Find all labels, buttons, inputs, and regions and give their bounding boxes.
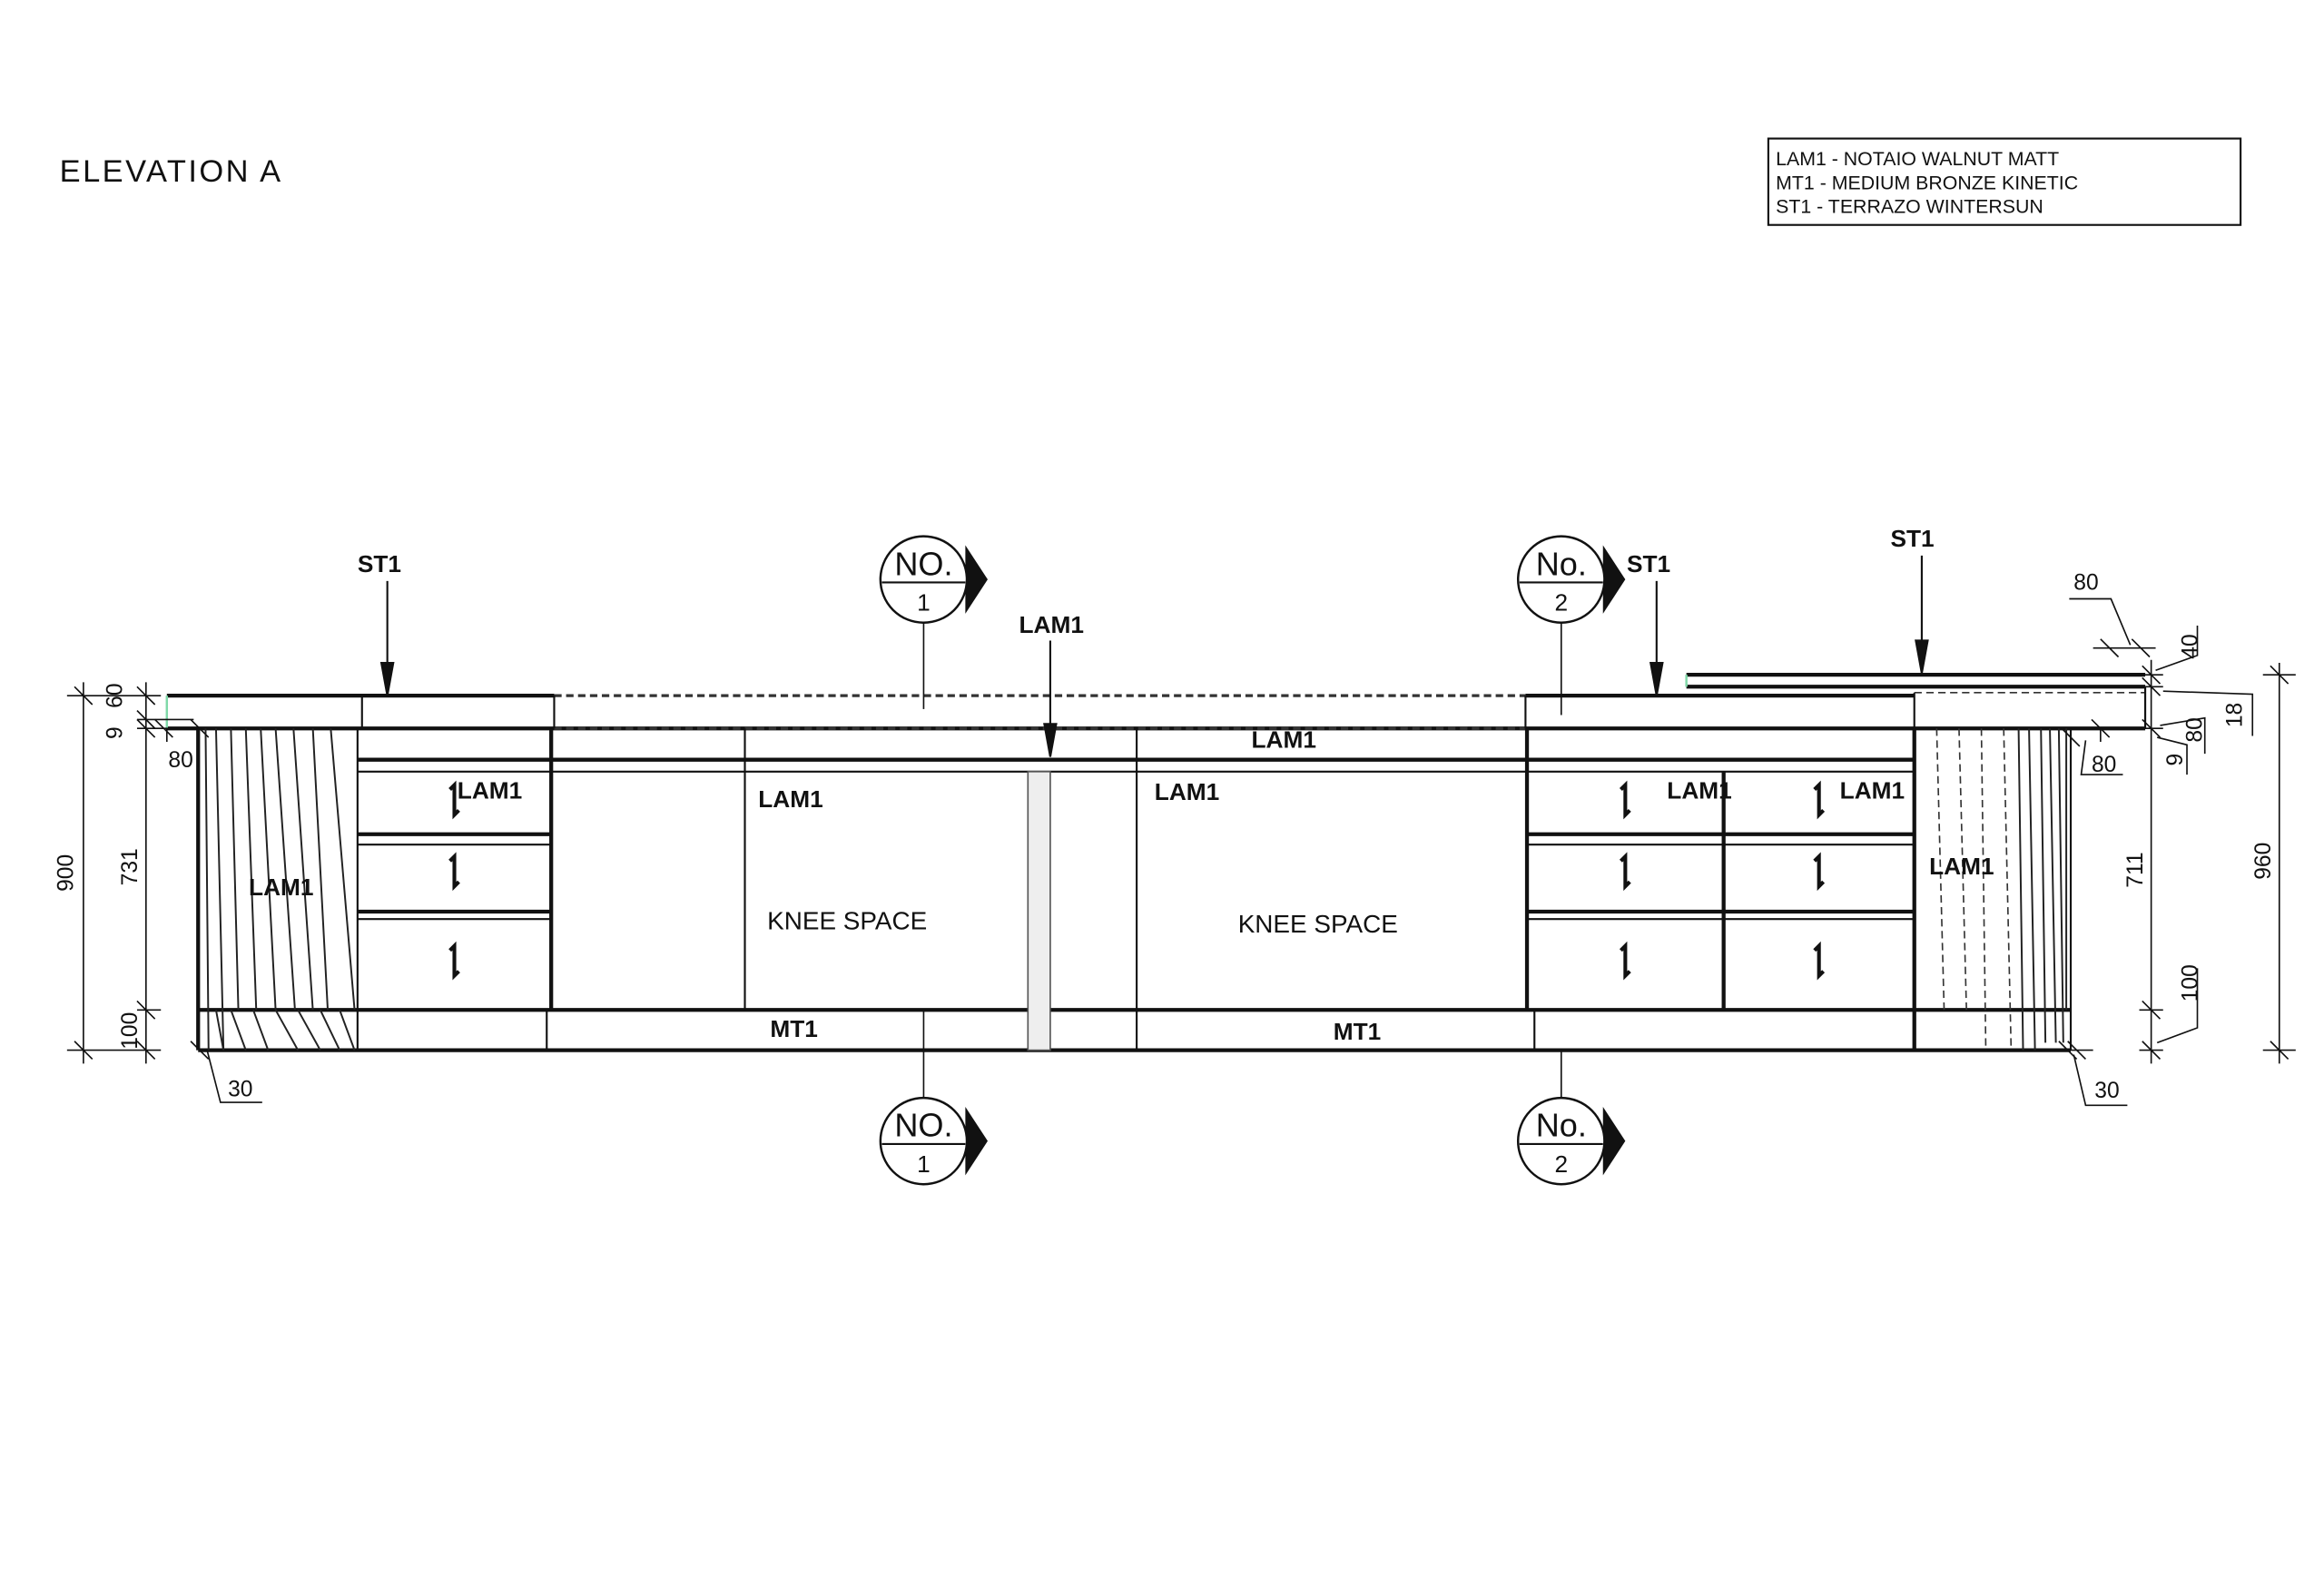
drawer-handle-icon xyxy=(448,941,460,981)
section-callout-1-top: NO. 1 xyxy=(879,535,988,709)
svg-text:80: 80 xyxy=(168,748,192,773)
svg-text:711: 711 xyxy=(2123,852,2148,887)
dimensions-left: 60 9 80 900 731 100 30 xyxy=(54,682,262,1103)
drawer-handle-icon xyxy=(1619,941,1631,981)
label-lam1: LAM1 xyxy=(458,776,522,804)
label-lam1: LAM1 xyxy=(1251,726,1315,754)
dimensions-right: 80 40 18 80 9 80 711 100 960 30 xyxy=(2055,571,2296,1107)
svg-text:100: 100 xyxy=(2179,964,2203,1002)
drawer-handle-icon xyxy=(448,780,460,820)
svg-text:960: 960 xyxy=(2251,843,2276,880)
svg-text:2: 2 xyxy=(1554,589,1568,617)
svg-text:80: 80 xyxy=(2092,753,2116,777)
knee-space-label: KNEE SPACE xyxy=(767,907,927,935)
label-lam1: LAM1 xyxy=(1155,778,1219,805)
svg-text:NO.: NO. xyxy=(894,545,952,582)
label-lam1: LAM1 xyxy=(1840,776,1905,804)
svg-text:9: 9 xyxy=(103,726,128,739)
svg-text:900: 900 xyxy=(54,854,78,892)
legend-st1: ST1 - TERRAZO WINTERSUN xyxy=(1776,196,2043,218)
label-st1: ST1 xyxy=(358,550,401,577)
drawer-handle-icon xyxy=(1619,852,1631,892)
drawer-handle-icon xyxy=(1813,852,1826,892)
section-callout-1-bottom: NO. 1 xyxy=(879,1010,988,1186)
legend-mt1: MT1 - MEDIUM BRONZE KINETIC xyxy=(1776,172,2078,193)
label-lam1: LAM1 xyxy=(249,873,313,901)
svg-text:1: 1 xyxy=(917,1150,931,1178)
section-callout-2-top: No. 2 xyxy=(1516,535,1626,715)
svg-text:No.: No. xyxy=(1536,1107,1587,1144)
legend-lam1: LAM1 - NOTAIO WALNUT MATT xyxy=(1776,148,2059,170)
knee-space-label: KNEE SPACE xyxy=(1238,910,1398,938)
section-callout-2-bottom: No. 2 xyxy=(1516,1050,1626,1186)
svg-text:731: 731 xyxy=(118,848,143,885)
label-lam1: LAM1 xyxy=(1929,853,1994,880)
drawer-handle-icon xyxy=(1619,780,1631,820)
label-lam1: LAM1 xyxy=(758,785,822,813)
label-st1: ST1 xyxy=(1890,525,1934,552)
svg-text:18: 18 xyxy=(2223,703,2248,727)
drawers-right xyxy=(1527,832,1915,921)
drawer-handle-icon xyxy=(1813,941,1826,981)
svg-text:1: 1 xyxy=(917,589,931,617)
label-mt1: MT1 xyxy=(1334,1018,1382,1045)
cabinet-body xyxy=(196,728,2073,1052)
material-labels: ST1 ST1 ST1 LAM1 LAM1 LAM1 LAM1 LAM1 LAM… xyxy=(249,525,1994,1045)
label-st1: ST1 xyxy=(1627,550,1670,577)
countertop xyxy=(165,692,1915,731)
svg-text:NO.: NO. xyxy=(894,1107,952,1144)
svg-text:30: 30 xyxy=(2094,1079,2119,1103)
svg-text:60: 60 xyxy=(103,683,128,707)
drawer-handle-icons xyxy=(448,780,1826,981)
svg-text:No.: No. xyxy=(1536,545,1587,582)
label-lam1: LAM1 xyxy=(1667,776,1731,804)
label-lam1: LAM1 xyxy=(1019,611,1083,638)
svg-text:30: 30 xyxy=(228,1077,252,1101)
svg-text:100: 100 xyxy=(118,1012,143,1050)
material-legend: LAM1 - NOTAIO WALNUT MATT MT1 - MEDIUM B… xyxy=(1767,137,2242,226)
drawer-handle-icon xyxy=(1813,780,1826,820)
svg-text:80: 80 xyxy=(2073,571,2098,596)
leader-arrows xyxy=(379,555,1929,757)
left-end-panel-hatch xyxy=(204,728,356,1051)
svg-text:40: 40 xyxy=(2179,634,2203,658)
label-mt1: MT1 xyxy=(770,1015,818,1042)
svg-text:80: 80 xyxy=(2182,717,2207,742)
drawer-handle-icon xyxy=(448,852,460,892)
raised-countertop xyxy=(1685,673,2147,731)
drawers-left xyxy=(357,832,552,921)
drawing-title: ELEVATION A xyxy=(60,154,283,189)
right-end-panel-hatch xyxy=(1935,728,2068,1051)
svg-text:2: 2 xyxy=(1554,1150,1568,1178)
svg-text:9: 9 xyxy=(2163,754,2188,766)
